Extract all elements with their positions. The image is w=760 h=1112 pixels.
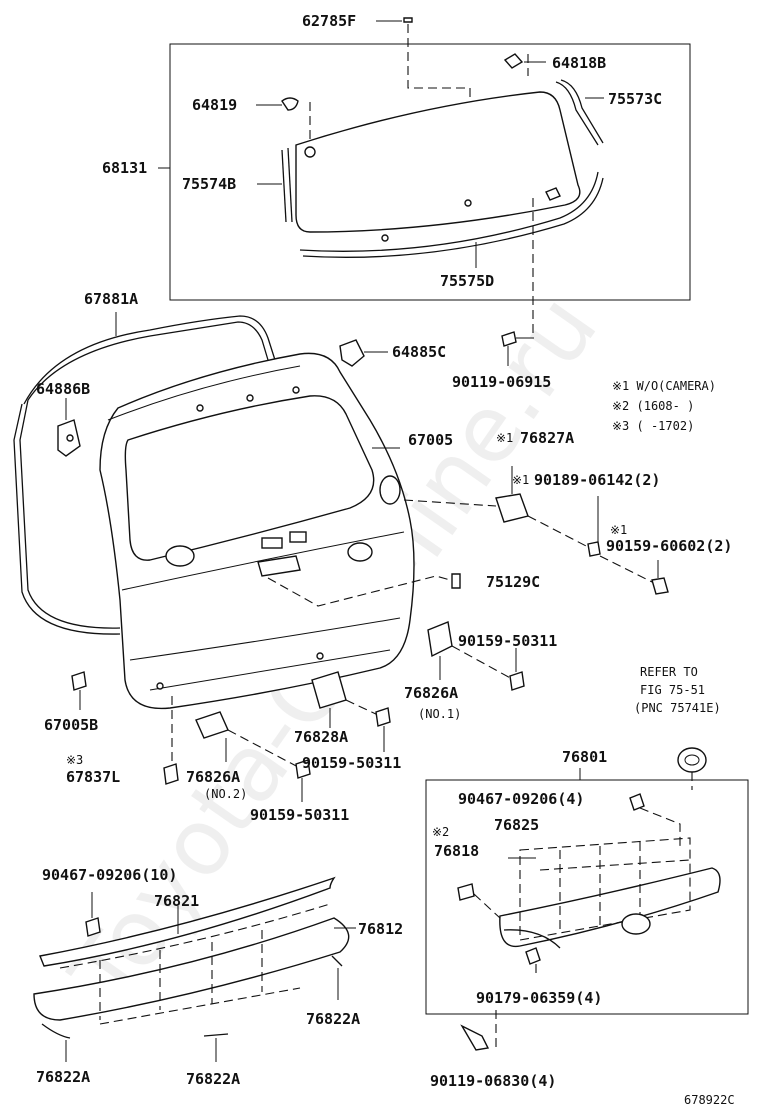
part-67005B (71, 671, 87, 691)
emblem-icon (677, 747, 707, 773)
mark-90189: ※1 (512, 473, 529, 487)
refer-line3: (PNC 75741E) (634, 701, 721, 715)
garnish-76821 (39, 876, 336, 967)
label-75573C: 75573C (608, 90, 662, 108)
part-75129C-handle (257, 555, 301, 577)
part-67837L (163, 763, 179, 785)
label-76801: 76801 (562, 748, 607, 766)
note-1: ※1 W/O(CAMERA) (612, 379, 716, 393)
label-76812: 76812 (358, 920, 403, 938)
glass-group-box (169, 43, 691, 301)
figure-code: 678922C (684, 1093, 735, 1107)
label-76825: 76825 (494, 816, 539, 834)
bolt-90467-09206-4 (629, 793, 645, 811)
label-62785F: 62785F (302, 12, 356, 30)
molding-bottom (299, 171, 599, 252)
garnish-76801 (499, 867, 721, 948)
label-68131: 68131 (102, 159, 147, 177)
label-75575D: 75575D (440, 272, 494, 290)
back-window-glass (295, 91, 581, 233)
label-90159-50311-a: 90159-50311 (458, 632, 557, 650)
part-64885C (339, 339, 365, 367)
label-76826A-no2: 76826A (186, 768, 240, 786)
label-64819: 64819 (192, 96, 237, 114)
label-76818: 76818 (434, 842, 479, 860)
label-90179-06359: 90179-06359(4) (476, 989, 602, 1007)
bolt-90159-60602 (651, 577, 669, 595)
clip-76822A-mid (203, 1033, 229, 1037)
label-90189-06142: 90189-06142(2) (534, 471, 660, 489)
part-64818B (503, 53, 524, 69)
refer-line2: FIG 75-51 (640, 683, 705, 697)
refer-line1: REFER TO (640, 665, 698, 679)
note-3: ※3 ( -1702) (612, 419, 694, 433)
label-76826A-no1: 76826A (404, 684, 458, 702)
label-67005B: 67005B (44, 716, 98, 734)
part-76818 (457, 883, 475, 901)
label-90467-09206-10: 90467-09206(10) (42, 866, 177, 884)
label-64818B: 64818B (552, 54, 606, 72)
label-90159-60602: 90159-60602(2) (606, 537, 732, 555)
bolt-90119-06830 (460, 1024, 490, 1051)
label-67837L: 67837L (66, 768, 120, 786)
bolt-90119-06915 (501, 331, 517, 347)
label-90119-06915: 90119-06915 (452, 373, 551, 391)
garnish-76812 (33, 917, 350, 1021)
label-76826A-no1-sub: (NO.1) (418, 707, 461, 721)
label-75129C: 75129C (486, 573, 540, 591)
label-90159-50311-c: 90159-50311 (250, 806, 349, 824)
door-window-opening (124, 395, 375, 561)
label-90159-50311-b: 90159-50311 (302, 754, 401, 772)
molding-left (281, 149, 287, 223)
label-76826A-no2-sub: (NO.2) (204, 787, 247, 801)
clip-76822A-left (41, 1023, 71, 1039)
label-64885C: 64885C (392, 343, 446, 361)
mark-76827A: ※1 (496, 431, 513, 445)
label-90119-06830: 90119-06830(4) (430, 1072, 556, 1090)
label-75574B: 75574B (182, 175, 236, 193)
label-67005: 67005 (408, 431, 453, 449)
molding-right (555, 81, 599, 146)
garnish-group-box (425, 779, 749, 1015)
part-64819 (281, 97, 299, 111)
label-67881A: 67881A (84, 290, 138, 308)
mark-67837L: ※3 (66, 753, 83, 767)
part-76827A (495, 493, 529, 523)
part-76826A-no1 (427, 621, 453, 658)
mark-90159-60602: ※1 (610, 523, 627, 537)
label-90467-09206-4: 90467-09206(4) (458, 790, 584, 808)
weatherstrip-67881A (27, 321, 269, 401)
bolt-90467-09206-10 (85, 917, 101, 937)
label-76821: 76821 (154, 892, 199, 910)
label-76822A-left: 76822A (36, 1068, 90, 1086)
label-76827A: 76827A (520, 429, 574, 447)
label-76822A-right: 76822A (306, 1010, 360, 1028)
label-76822A-mid: 76822A (186, 1070, 240, 1088)
label-76828A: 76828A (294, 728, 348, 746)
part-62785F (403, 17, 413, 23)
mark-76818: ※2 (432, 825, 449, 839)
clip-76822A-right (331, 955, 343, 967)
bolt-90189-06142 (587, 541, 601, 557)
label-64886B: 64886B (36, 380, 90, 398)
note-2: ※2 (1608- ) (612, 399, 694, 413)
